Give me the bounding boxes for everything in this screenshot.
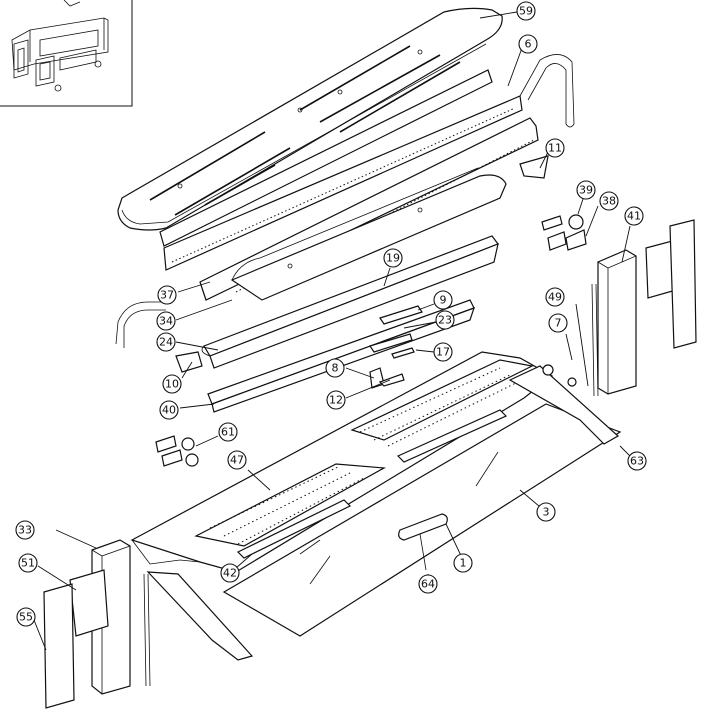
callout-label: 17: [436, 346, 450, 359]
callout-label: 42: [223, 567, 237, 580]
left-side-bracket-part: [146, 571, 254, 661]
glass-panel-part: [222, 403, 622, 637]
callout-24: 24: [156, 332, 176, 352]
base-platform-part: [130, 351, 554, 573]
callout-34: 34: [156, 311, 176, 331]
callout-label: 37: [160, 289, 174, 302]
callout-label: 12: [329, 394, 343, 407]
bent-tube-part: [115, 301, 166, 348]
callout-label: 1: [460, 557, 467, 570]
callout-label: 24: [159, 336, 173, 349]
callout-37: 37: [157, 285, 177, 305]
washer-hardware-parts: [155, 435, 199, 467]
callout-8: 8: [325, 358, 345, 378]
callout-label: 63: [630, 455, 644, 468]
end-bracket-parts: [175, 155, 549, 373]
callout-64: 64: [418, 574, 438, 594]
callout-12: 12: [326, 390, 346, 410]
callout-41: 41: [624, 206, 644, 226]
callout-9: 9: [433, 290, 453, 310]
callout-6: 6: [518, 34, 538, 54]
callout-label: 6: [525, 38, 532, 51]
callout-label: 8: [332, 362, 339, 375]
callout-label: 47: [230, 454, 244, 467]
callout-label: 10: [165, 378, 179, 391]
callout-label: 49: [548, 291, 562, 304]
angle-rail-part: [201, 235, 499, 369]
callout-51: 51: [18, 553, 38, 573]
callout-23: 23: [435, 310, 455, 330]
callout-59: 59: [516, 1, 536, 21]
overview-inset: [0, 0, 133, 107]
callout-47: 47: [227, 450, 247, 470]
callout-label: 3: [543, 506, 550, 519]
callout-label: 33: [18, 524, 32, 537]
callout-label: 55: [19, 611, 33, 624]
right-side-bracket-part: [508, 364, 620, 445]
right-end-post-part: [591, 219, 697, 397]
callout-10: 10: [162, 374, 182, 394]
callout-38: 38: [599, 191, 619, 211]
callout-label: 19: [386, 252, 400, 265]
callout-33: 33: [15, 520, 35, 540]
callout-63: 63: [627, 451, 647, 471]
callout-label: 64: [421, 578, 435, 591]
vented-panel-part: [159, 54, 575, 271]
callout-39: 39: [576, 180, 596, 200]
callout-label: 7: [555, 317, 562, 330]
hardware-cluster-parts: [541, 214, 587, 251]
callout-7: 7: [548, 313, 568, 333]
callout-55: 55: [16, 607, 36, 627]
callout-19: 19: [383, 248, 403, 268]
callout-61: 61: [218, 422, 238, 442]
callout-label: 9: [440, 294, 447, 307]
leader-lines: [33, 11, 637, 651]
hinge-bracket-parts: [369, 305, 423, 389]
left-end-post-part: [43, 539, 151, 709]
callout-1: 1: [453, 553, 473, 573]
callout-11: 11: [545, 138, 565, 158]
callout-17: 17: [433, 342, 453, 362]
callout-label: 59: [519, 5, 533, 18]
callout-label: 34: [159, 315, 173, 328]
callout-label: 39: [579, 184, 593, 197]
callout-42: 42: [220, 563, 240, 583]
callout-label: 38: [602, 195, 616, 208]
callout-label: 51: [21, 557, 35, 570]
callout-label: 41: [627, 210, 641, 223]
callout-label: 61: [221, 426, 235, 439]
callout-49: 49: [545, 287, 565, 307]
half-round-duct-part: [230, 167, 507, 301]
callout-label: 11: [548, 142, 562, 155]
callout-label: 40: [162, 404, 176, 417]
top-cover-part: [117, 7, 503, 231]
callout-3: 3: [536, 502, 556, 522]
callout-label: 23: [438, 314, 452, 327]
callout-40: 40: [159, 400, 179, 420]
